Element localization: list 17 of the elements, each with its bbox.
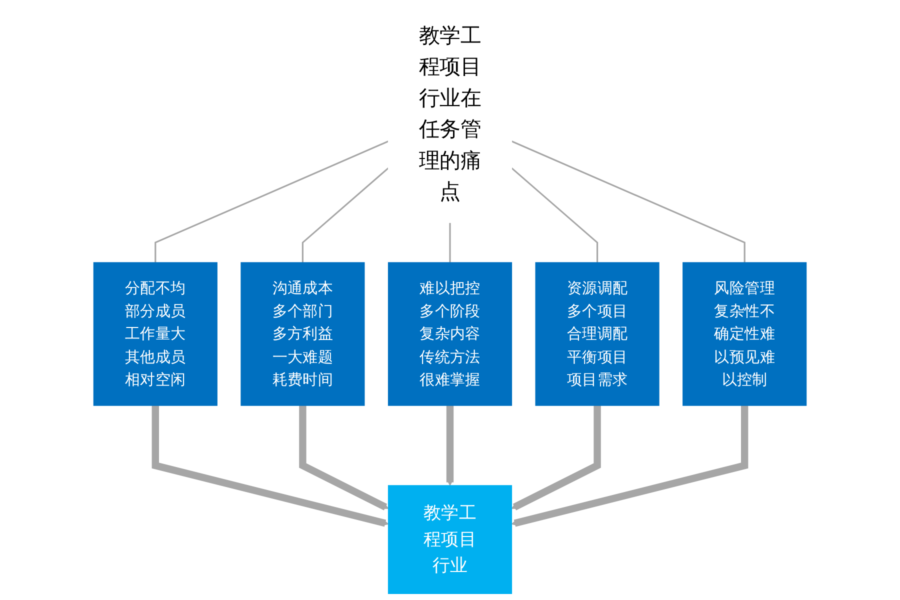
arrow bbox=[152, 405, 389, 527]
node-text: 教学工程项目行业在任务管理的痛点 bbox=[418, 24, 482, 204]
connector bbox=[302, 167, 389, 263]
arrow bbox=[446, 405, 454, 486]
node-box: 教学工程项目行业 bbox=[388, 485, 512, 594]
arrow bbox=[511, 405, 601, 510]
connector bbox=[154, 140, 389, 263]
node-box: 沟通成本多个部门多方利益一大难题耗费时间 bbox=[240, 262, 365, 406]
node-box: 难以把控多个阶段复杂内容传统方法很难掌握 bbox=[388, 262, 512, 406]
connector bbox=[449, 222, 451, 263]
arrow bbox=[511, 405, 748, 527]
arrow bbox=[299, 405, 389, 510]
connector bbox=[511, 140, 746, 263]
node-box: 风险管理复杂性不确定性难以预见难以控制 bbox=[682, 262, 807, 406]
node-box: 分配不均部分成员工作量大其他成员相对空闲 bbox=[93, 262, 218, 406]
connector bbox=[511, 167, 598, 263]
node-box: 资源调配多个项目合理调配平衡项目项目需求 bbox=[535, 262, 660, 406]
